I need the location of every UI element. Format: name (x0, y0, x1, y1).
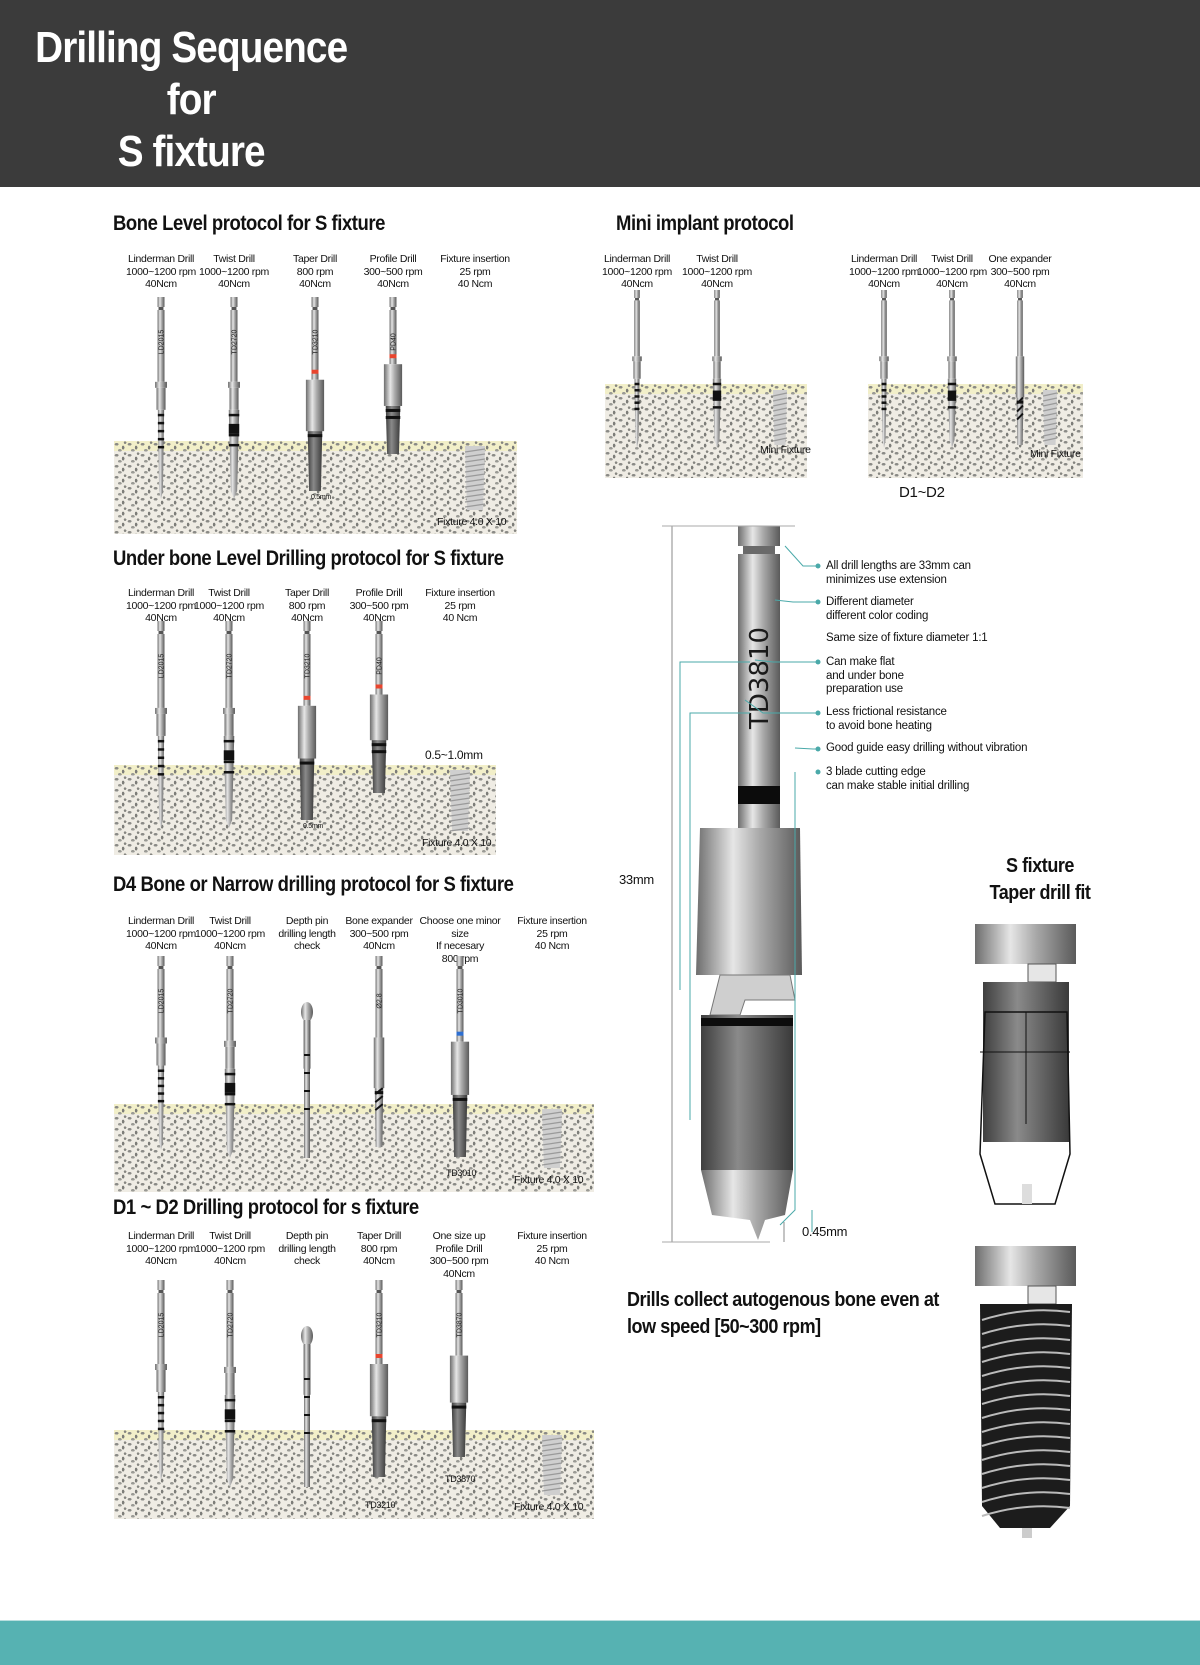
implant-fixture-icon (975, 1246, 1076, 1538)
footer-bar (0, 1620, 1200, 1665)
step-label: Twist Drill 1000~1200 rpm 40Ncm (682, 253, 752, 290)
svg-text:TD3870: TD3870 (457, 1312, 464, 1337)
taper-drill-fit-icon (975, 924, 1076, 1205)
step-label: Twist Drill 1000~1200 rpm 40Ncm (917, 253, 987, 290)
drill-code-label: TD3010 (446, 1168, 477, 1178)
svg-text:LD2015: LD2015 (159, 1313, 166, 1338)
section-title: Mini implant protocol (616, 212, 794, 235)
step-label: Fixture insertion 25 rpm 40 Ncm (517, 1230, 587, 1267)
step-label: Twist Drill 1000~1200 rpm 40Ncm (195, 1230, 265, 1267)
fit-title: S fixture Taper drill fit (989, 855, 1091, 904)
svg-text:PD40: PD40 (391, 333, 398, 351)
svg-text:TD2720: TD2720 (228, 988, 235, 1013)
section-title: Under bone Level Drilling protocol for S… (113, 547, 504, 570)
profile-drill-icon: PD40 (383, 297, 403, 454)
fixture-label: Fixture 4.0 X 10 (422, 837, 492, 849)
svg-text:TD3210: TD3210 (313, 329, 320, 354)
dimension-line (662, 525, 795, 1243)
step-label: Profile Drill 300~500 rpm 40Ncm (363, 253, 423, 290)
step-label: Fixture insertion 25 rpm 40 Ncm (440, 253, 510, 290)
step-label: Linderman Drill 1000~1200 rpm 40Ncm (126, 1230, 196, 1267)
fixture-label: Fixture 4.0 X 10 (514, 1501, 584, 1513)
fixture-label: Fixture 4.0 X 10 (514, 1174, 584, 1186)
svg-text:TD2720: TD2720 (227, 653, 234, 678)
svg-text:TD2720: TD2720 (232, 329, 239, 354)
tip-length-label: 0.45mm (802, 1224, 848, 1239)
section-title: Bone Level protocol for S fixture (113, 212, 385, 235)
callout-text: Same size of fixture diameter 1:1 (826, 632, 988, 644)
step-label: Bone expander 300~500 rpm 40Ncm (345, 915, 413, 952)
detail-drill-icon: TD3810 (696, 526, 802, 1240)
svg-text:TD3210: TD3210 (377, 1312, 384, 1337)
density-caption: D1~D2 (899, 484, 945, 501)
step-label: Twist Drill 1000~1200 rpm 40Ncm (199, 253, 269, 290)
length-label: 33mm (619, 872, 654, 887)
fixture-label: Mini Fixture (1030, 448, 1081, 460)
svg-text:LD2015: LD2015 (159, 330, 166, 355)
callout-lines (679, 545, 821, 1232)
bone-cross-section (868, 384, 1083, 478)
svg-text:TD2720: TD2720 (228, 1312, 235, 1337)
step-label: Linderman Drill 1000~1200 rpm 40Ncm (602, 253, 672, 290)
step-label: Taper Drill 800 rpm 40Ncm (293, 253, 337, 290)
svg-text:TD3010: TD3010 (458, 988, 465, 1013)
drill-code-label: TD3870 (445, 1474, 476, 1484)
step-label: Linderman Drill 1000~1200 rpm 40Ncm (126, 253, 196, 290)
fixture-label: Fixture 4.0 X 10 (437, 516, 507, 528)
step-label: Linderman Drill 1000~1200 rpm 40Ncm (126, 915, 196, 952)
callout-text: Good guide easy drilling without vibrati… (826, 742, 1028, 754)
tip-note: 0.5mm (311, 494, 331, 501)
callout-text: All drill lengths are 33mm can minimizes… (826, 560, 971, 586)
svg-text:LD2015: LD2015 (159, 989, 166, 1014)
step-label: Depth pin drilling length check (278, 1230, 336, 1267)
svg-text:Ø2.8: Ø2.8 (377, 993, 384, 1008)
svg-text:TD3210: TD3210 (305, 653, 312, 678)
callout-text: Can make flat and under bone preparation… (826, 656, 904, 695)
step-label: Linderman Drill 1000~1200 rpm 40Ncm (126, 587, 196, 624)
callout-text: 3 blade cutting edge can make stable ini… (826, 766, 970, 792)
step-label: Linderman Drill 1000~1200 rpm 40Ncm (849, 253, 919, 290)
step-label: Twist Drill 1000~1200 rpm 40Ncm (195, 915, 265, 952)
callout-text: Different diameter different color codin… (826, 596, 929, 622)
tip-note: 0.5mm (303, 823, 323, 830)
autogenous-bone-text: Drills collect autogenous bone even at l… (627, 1289, 939, 1338)
bone-cross-section (114, 1430, 594, 1519)
bone-cross-section (605, 384, 807, 478)
step-label: Taper Drill 800 rpm 40Ncm (357, 1230, 401, 1267)
fixture-label: Mini Fixture (760, 444, 811, 456)
callout-text: Less frictional resistance to avoid bone… (826, 706, 947, 732)
step-label: Choose one minor size If necesary 800 rp… (419, 915, 501, 965)
step-label: Fixture insertion 25 rpm 40 Ncm (425, 587, 495, 624)
page-title: Drilling Sequence for S fixture (35, 23, 348, 176)
step-label: One expander 300~500 rpm 40Ncm (988, 253, 1052, 290)
drill-code-label: TD3210 (365, 1500, 396, 1510)
drill-code: TD3810 (745, 627, 775, 730)
step-label: Taper Drill 800 rpm 40Ncm (285, 587, 329, 624)
step-label: Depth pin drilling length check (278, 915, 336, 952)
section-title: D1 ~ D2 Drilling protocol for s fixture (113, 1196, 419, 1219)
step-label: Fixture insertion 25 rpm 40 Ncm (517, 915, 587, 952)
step-label: Twist Drill 1000~1200 rpm 40Ncm (194, 587, 264, 624)
depth-note: 0.5~1.0mm (425, 748, 483, 762)
section-title: D4 Bone or Narrow drilling protocol for … (113, 873, 514, 896)
svg-text:LD2015: LD2015 (159, 654, 166, 679)
bone-cross-section (114, 1104, 594, 1192)
header-banner (0, 0, 1200, 187)
step-label: Profile Drill 300~500 rpm 40Ncm (349, 587, 409, 624)
svg-text:PD40: PD40 (377, 657, 384, 675)
step-label: One size up Profile Drill 300~500 rpm 40… (429, 1230, 489, 1280)
